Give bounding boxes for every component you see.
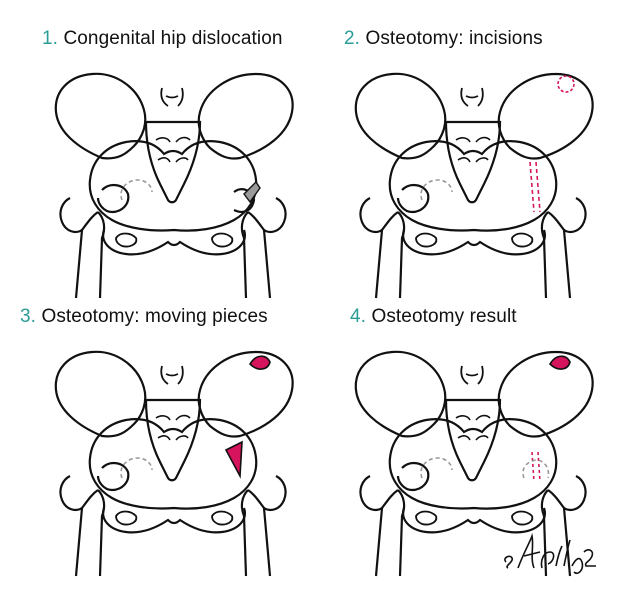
panel-moving-pieces: 3. Osteotomy: moving pieces <box>20 306 320 586</box>
panel-number: 4. <box>350 306 366 327</box>
panel-incisions: 2. Osteotomy: incisions <box>320 28 620 308</box>
panel-number: 1. <box>42 28 58 49</box>
bone-graft-wedge <box>550 356 570 369</box>
healed-incision-line <box>532 452 534 482</box>
pelvic-incision-line <box>530 162 534 212</box>
pelvis-illustration <box>30 62 315 302</box>
moved-bone-piece <box>226 442 242 476</box>
panel-title: Congenital hip dislocation <box>63 28 282 49</box>
panel-title: Osteotomy: incisions <box>365 28 542 49</box>
panel-number: 3. <box>20 306 36 327</box>
pelvis-illustration <box>330 62 615 302</box>
panel-caption: 1. Congenital hip dislocation <box>42 28 283 50</box>
panel-title: Osteotomy result <box>371 306 516 327</box>
panel-number: 2. <box>344 28 360 49</box>
panel-caption: 4. Osteotomy result <box>350 306 517 328</box>
panel-title: Osteotomy: moving pieces <box>41 306 267 327</box>
panel-caption: 2. Osteotomy: incisions <box>344 28 543 50</box>
panel-caption: 3. Osteotomy: moving pieces <box>20 306 268 328</box>
panel-dislocation: 1. Congenital hip dislocation <box>20 28 320 308</box>
artist-signature <box>500 522 600 578</box>
shallow-socket-shading <box>244 182 260 202</box>
relocated-femoral-head-outline <box>523 460 549 478</box>
pelvis-illustration <box>30 340 315 580</box>
iliac-crest-incision-marker <box>558 76 574 92</box>
bone-graft-wedge <box>250 356 270 369</box>
